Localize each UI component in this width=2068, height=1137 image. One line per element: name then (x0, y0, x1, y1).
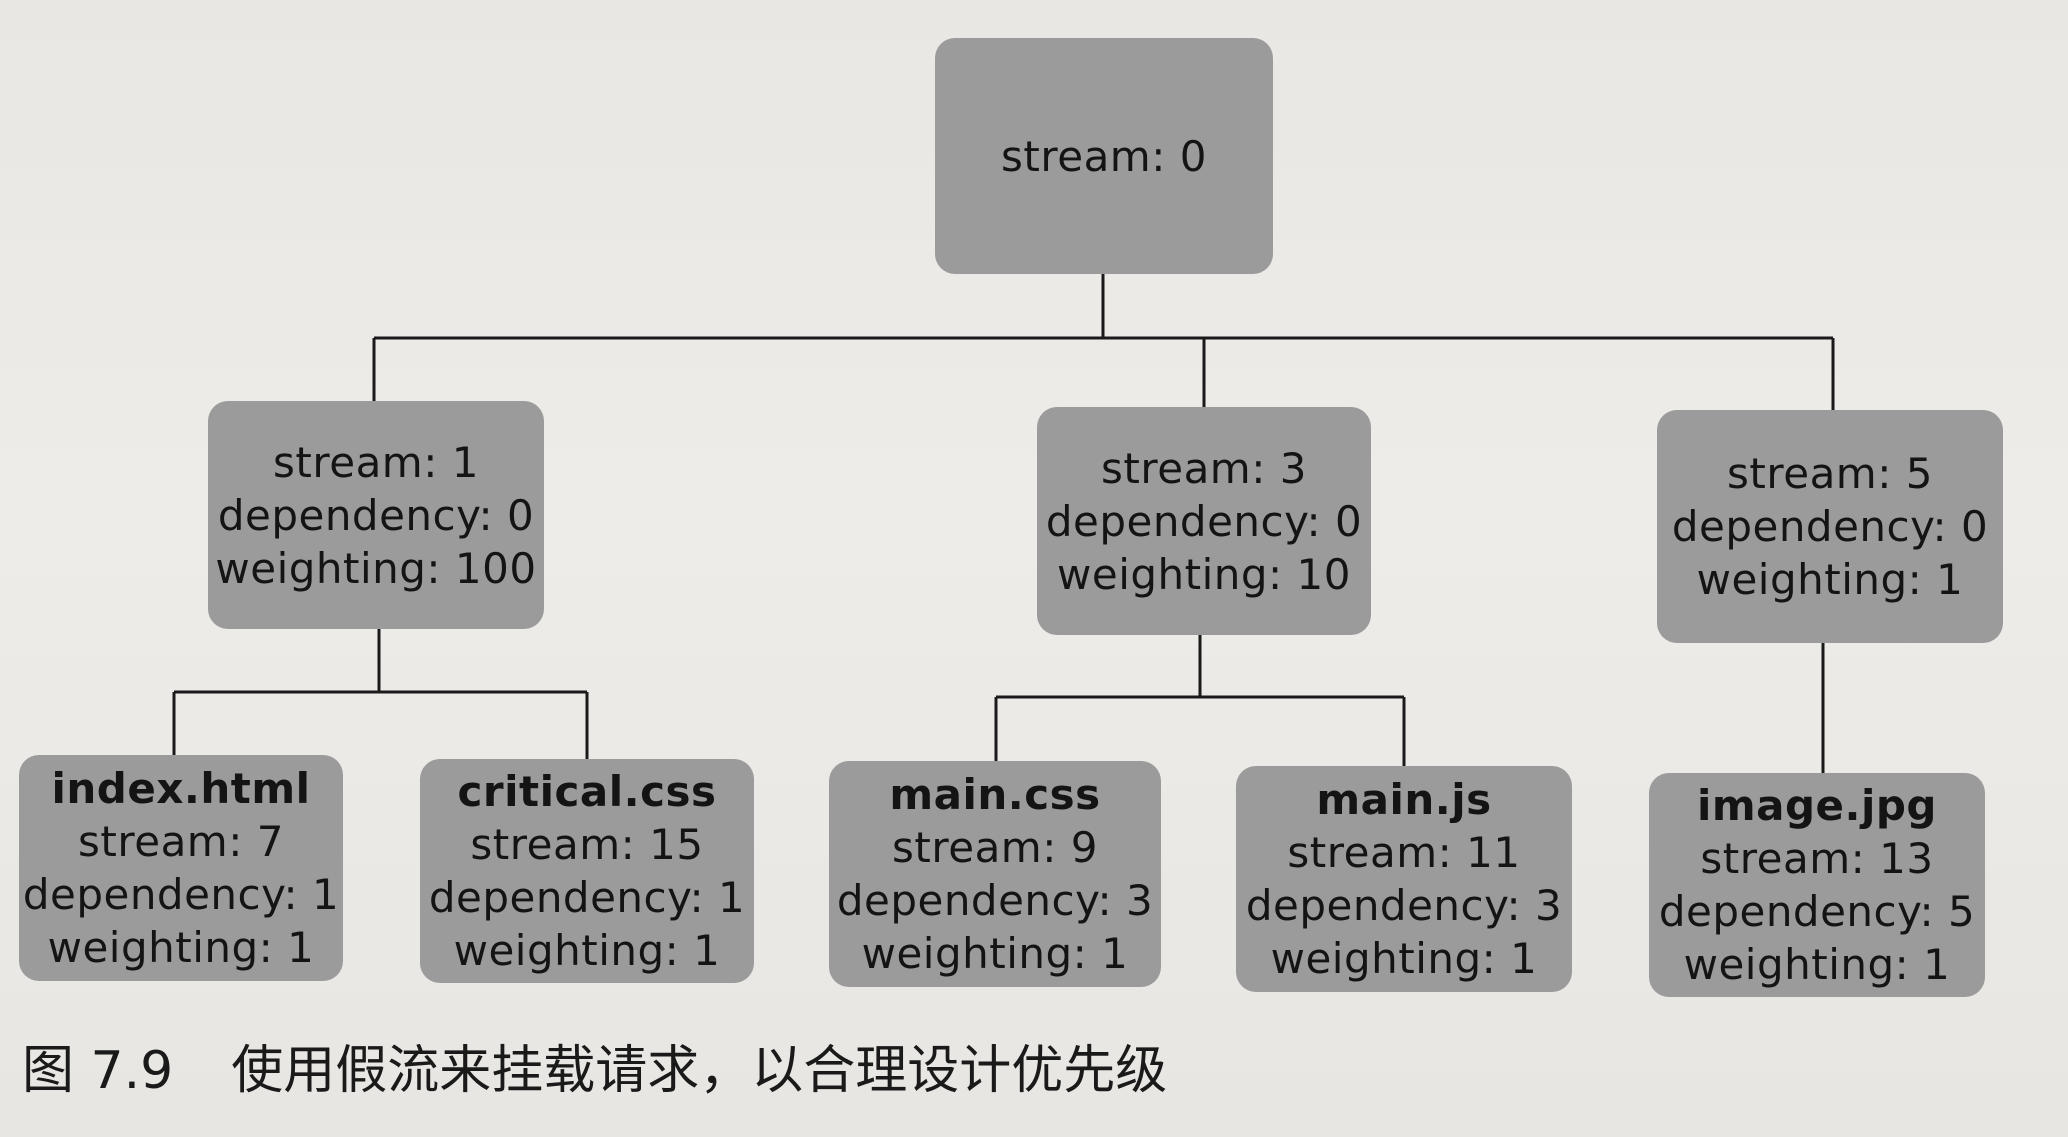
figure-number: 图 7.9 (22, 1040, 174, 1101)
figure-caption: 图 7.9 使用假流来挂载请求，以合理设计优先级 (22, 1030, 1168, 1101)
node-line: dependency: 1 (428, 873, 746, 922)
node-line: stream: 0 (1001, 131, 1207, 181)
node-line: stream: 9 (892, 823, 1098, 872)
node-critical-css: critical.css stream: 15 dependency: 1 we… (420, 759, 754, 983)
figure-caption-text: 使用假流来挂载请求，以合理设计优先级 (231, 1040, 1168, 1101)
node-stream-3: stream: 3 dependency: 0 weighting: 10 (1037, 407, 1371, 635)
node-line: dependency: 1 (22, 870, 340, 919)
node-line: dependency: 3 (1245, 881, 1563, 930)
node-line: stream: 3 (1101, 443, 1307, 493)
node-resource-name: main.js (1316, 775, 1492, 824)
node-stream-5: stream: 5 dependency: 0 weighting: 1 (1657, 410, 2003, 643)
node-line: dependency: 0 (1045, 496, 1363, 546)
node-line: stream: 13 (1700, 834, 1934, 883)
node-line: weighting: 1 (861, 929, 1129, 978)
node-line: stream: 5 (1727, 449, 1933, 498)
node-line: stream: 11 (1287, 828, 1521, 877)
node-line: dependency: 5 (1658, 887, 1976, 936)
node-line: dependency: 0 (1671, 502, 1989, 551)
node-resource-name: main.css (889, 770, 1101, 819)
node-line: weighting: 1 (1683, 940, 1951, 989)
node-line: weighting: 100 (215, 543, 537, 593)
node-line: weighting: 1 (453, 926, 721, 975)
node-main-js: main.js stream: 11 dependency: 3 weighti… (1236, 766, 1572, 992)
node-line: stream: 1 (273, 437, 479, 487)
node-line: weighting: 1 (1696, 555, 1964, 604)
node-line: weighting: 1 (1270, 934, 1538, 983)
node-stream-1: stream: 1 dependency: 0 weighting: 100 (208, 401, 544, 629)
node-index-html: index.html stream: 7 dependency: 1 weigh… (19, 755, 343, 981)
node-resource-name: index.html (51, 764, 311, 813)
node-line: weighting: 10 (1057, 549, 1351, 599)
node-line: stream: 15 (470, 820, 704, 869)
node-stream-0: stream: 0 (935, 38, 1273, 274)
node-line: dependency: 0 (217, 490, 535, 540)
node-resource-name: image.jpg (1696, 781, 1938, 830)
node-resource-name: critical.css (457, 767, 717, 816)
node-line: weighting: 1 (47, 923, 315, 972)
node-line: dependency: 3 (836, 876, 1154, 925)
node-main-css: main.css stream: 9 dependency: 3 weighti… (829, 761, 1161, 987)
node-image-jpg: image.jpg stream: 13 dependency: 5 weigh… (1649, 773, 1985, 997)
node-line: stream: 7 (78, 817, 284, 866)
